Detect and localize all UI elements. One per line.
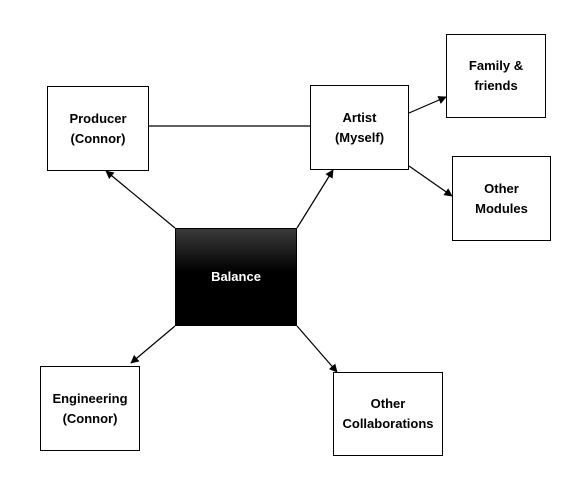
node-producer: Producer (Connor) [47, 86, 149, 171]
node-balance: Balance [175, 228, 297, 326]
edge-balance-to-artist [296, 169, 334, 229]
node-producer-label: Producer (Connor) [69, 110, 127, 146]
edge-balance-to-engineering [130, 325, 176, 364]
edge-balance-to-other-collaborations [296, 325, 338, 373]
node-engineering-label: Engineering (Connor) [52, 390, 128, 426]
node-family-and-friends: Family & friends [446, 34, 546, 118]
node-other-collaborations: Other Collaborations [333, 372, 443, 456]
node-other-collaborations-label: Other Collaborations [342, 396, 434, 431]
node-other-modules-label: Other Modules [475, 180, 528, 216]
node-engineering: Engineering (Connor) [40, 366, 140, 451]
node-artist-label: Artist (Myself) [334, 109, 385, 145]
node-balance-label: Balance [211, 269, 261, 284]
edge-balance-to-producer [105, 170, 176, 229]
node-family-and-friends-label: Family & friends [468, 58, 524, 93]
node-other-modules: Other Modules [452, 156, 551, 241]
node-artist: Artist (Myself) [310, 85, 409, 170]
edge-artist-to-other-modules [408, 165, 453, 197]
edge-artist-to-family [408, 96, 447, 114]
